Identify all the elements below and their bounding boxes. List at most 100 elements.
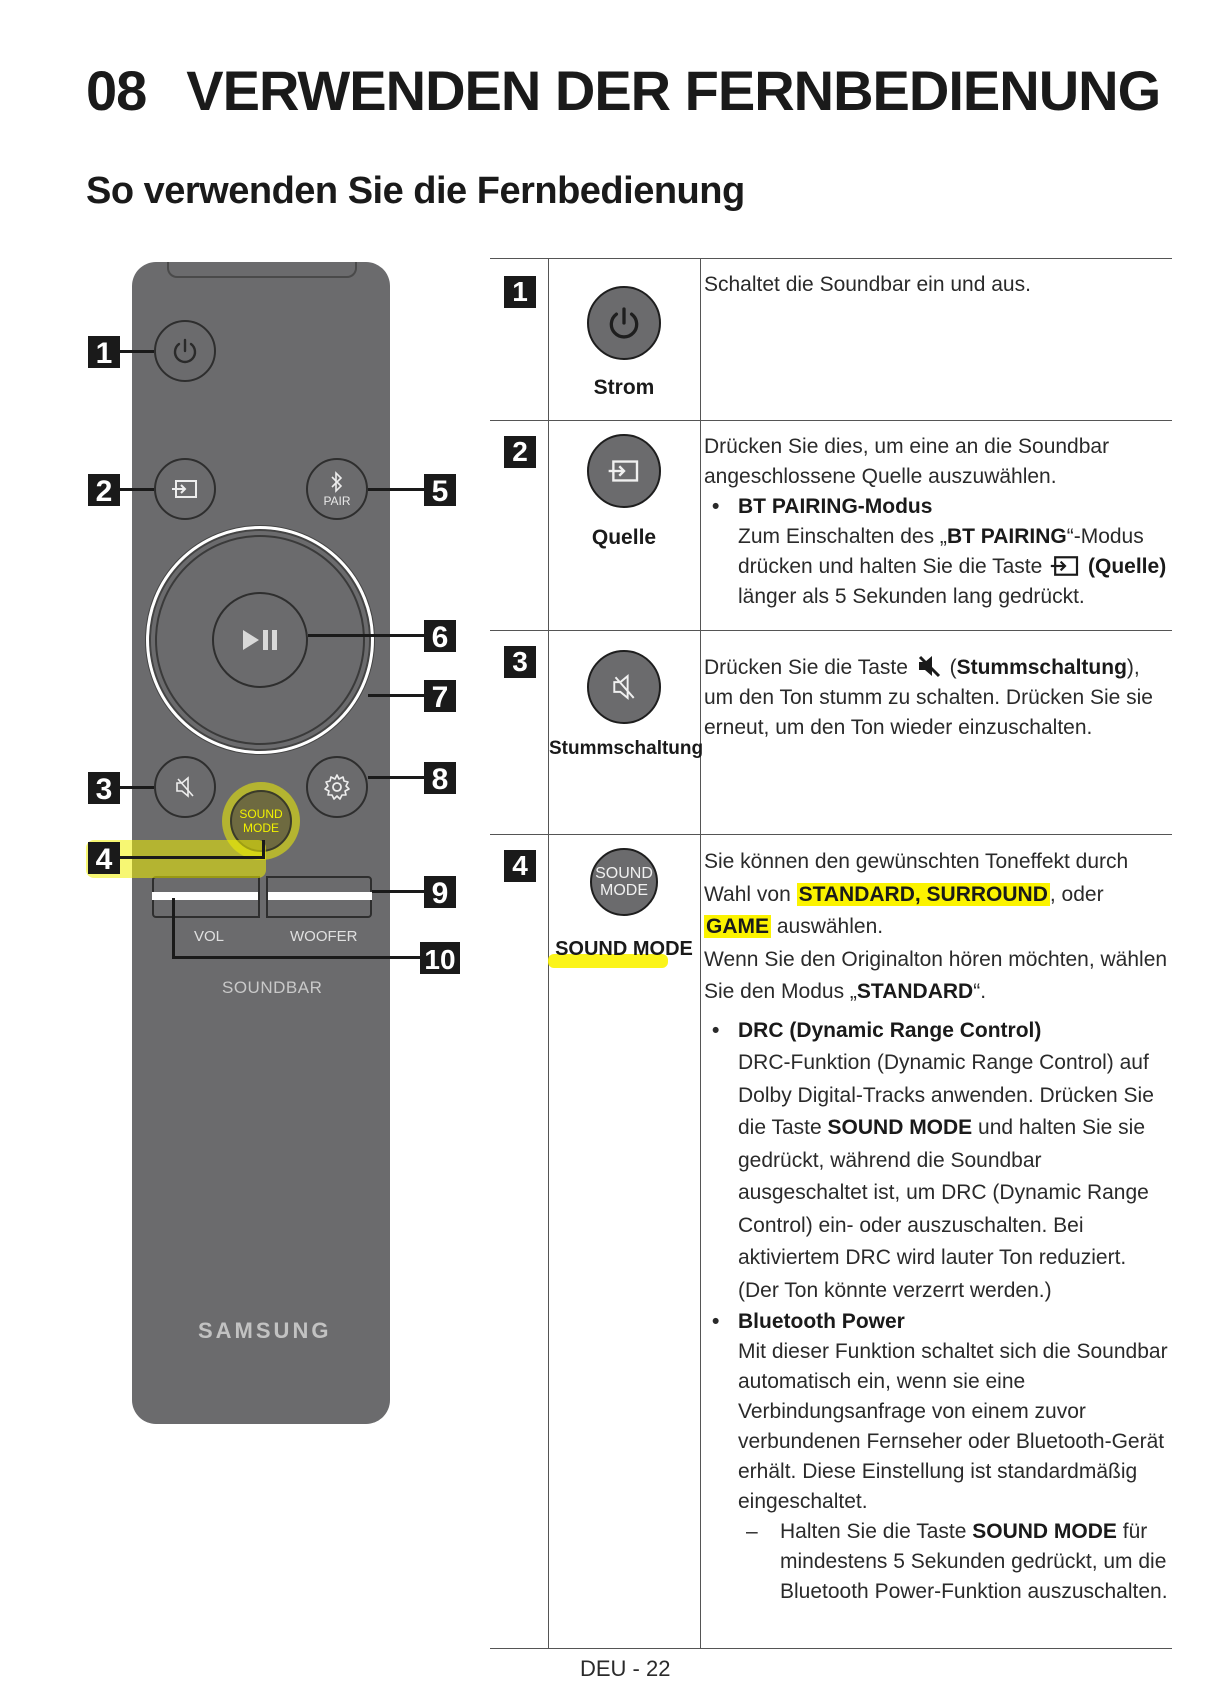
remote-power-button — [154, 320, 216, 382]
remote-settings-button — [306, 756, 368, 818]
callout-3: 3 — [88, 772, 120, 806]
dash-item: Halten Sie die Taste SOUND MODE für mind… — [704, 1517, 1172, 1607]
callout-3-line — [120, 786, 154, 789]
chapter-number: 08 — [86, 59, 147, 122]
row-description: Drücken Sie die Taste (Stummschaltung), … — [704, 652, 1172, 743]
callout-9-line — [372, 890, 424, 893]
bullet-text: DRC-Funktion (Dynamic Range Control) auf… — [738, 1047, 1172, 1307]
table-rule-1 — [490, 420, 1172, 421]
table-rule-bottom — [490, 1648, 1172, 1649]
button-caption: Strom — [593, 376, 655, 399]
callout-10-vline — [172, 898, 175, 958]
callout-6: 6 — [424, 620, 456, 654]
text-span: für mindestens 5 Sekunden gedrückt, um d… — [780, 1520, 1168, 1603]
table-rule-top — [490, 258, 1172, 259]
remote-mute-button — [154, 756, 216, 818]
callout-8-line — [368, 776, 424, 779]
bluetooth-icon — [331, 470, 343, 493]
callout-4-line — [120, 856, 264, 859]
remote-top-edge — [167, 262, 357, 278]
remote-pair-button: PAIR — [306, 458, 368, 520]
source-button-illustration — [587, 434, 661, 508]
sound-mode-icon-line1: SOUND — [595, 865, 653, 882]
chapter-title-text: VERWENDEN DER FERNBEDIENUNG — [186, 59, 1161, 122]
callout-2: 2 — [88, 474, 120, 508]
callout-1-line — [120, 350, 154, 353]
bold-span: STANDARD — [856, 980, 974, 1003]
callout-4: 4 — [88, 842, 120, 876]
callout-9: 9 — [424, 876, 456, 910]
row-number: 4 — [504, 850, 536, 882]
source-icon — [172, 480, 197, 498]
bold-span: Stummschaltung — [956, 656, 1127, 679]
mute-icon — [613, 673, 635, 701]
mute-icon — [918, 655, 940, 678]
row-number: 1 — [504, 276, 536, 308]
power-icon — [173, 338, 197, 364]
section-title: So verwenden Sie die Fernbedienung — [86, 170, 745, 212]
source-icon — [1050, 556, 1079, 576]
bold-span: BT PAIRING — [946, 525, 1067, 548]
callout-1: 1 — [88, 336, 120, 370]
bullet-text: Mit dieser Funktion schaltet sich die So… — [738, 1340, 1168, 1513]
callout-2-line — [120, 488, 154, 491]
callout-5-line — [368, 488, 424, 491]
button-caption: Quelle — [591, 526, 657, 549]
remote-navigation-ring-inner — [155, 535, 365, 745]
text-span: und halten Sie sie gedrückt, während die… — [738, 1116, 1149, 1302]
text-span: Drücken Sie die Taste — [704, 656, 908, 679]
text-span: , oder — [1049, 882, 1104, 906]
description-text: Sie können den gewünschten Toneffekt dur… — [704, 846, 1172, 944]
bullet-item: DRC (Dynamic Range Control) DRC-Funktion… — [704, 1015, 1172, 1308]
bullet-text: Zum Einschalten des „BT PAIRING“-Modus d… — [738, 522, 1172, 612]
mute-button-illustration — [587, 650, 661, 724]
power-icon — [609, 307, 639, 339]
text-span: länger als 5 Sekunden lang gedrückt. — [738, 585, 1085, 608]
text-span: “. — [973, 980, 987, 1003]
text-span: auswählen. — [776, 915, 884, 938]
callout-10-line — [172, 956, 420, 959]
brand-logo: SAMSUNG — [198, 1318, 332, 1343]
sound-mode-icon-line2: MODE — [600, 882, 648, 899]
remote-source-button — [154, 458, 216, 520]
caption-highlight — [548, 954, 668, 968]
bold-span: SOUND MODE — [972, 1520, 1117, 1543]
bold-span: (Quelle) — [1088, 555, 1167, 578]
play-pause-icon — [243, 630, 277, 650]
vol-label: VOL — [194, 928, 225, 945]
table-rule-2 — [490, 630, 1172, 631]
text-span: DRC-Funktion (Dynamic Range Control) auf… — [738, 1051, 1154, 1139]
pair-label: PAIR — [323, 493, 351, 508]
bullet-title: DRC (Dynamic Range Control) — [738, 1018, 1042, 1042]
callout-6-line — [308, 634, 424, 637]
row-number: 2 — [504, 436, 536, 468]
bullet-item: Bluetooth Power Mit dieser Funktion scha… — [704, 1307, 1172, 1517]
callout-7: 7 — [424, 680, 456, 714]
text-span: Zum Einschalten des „ — [738, 525, 947, 548]
bold-span: SOUND MODE — [827, 1116, 973, 1139]
row-description: Drücken Sie dies, um eine an die Soundba… — [704, 432, 1172, 612]
callout-5: 5 — [424, 474, 456, 508]
remote-play-pause-button — [212, 592, 308, 688]
row-description: Sie können den gewünschten Toneffekt dur… — [704, 846, 1172, 1607]
description-text: Wenn Sie den Originalton hören möchten, … — [704, 944, 1172, 1009]
sound-mode-button-illustration: SOUND MODE — [590, 848, 658, 916]
callout-4-vline — [262, 840, 265, 859]
text-span: Halten Sie die Taste — [780, 1520, 967, 1543]
bullet-title: BT PAIRING-Modus — [738, 495, 933, 518]
text-span: Wenn Sie den Originalton hören möchten, … — [704, 947, 1168, 1004]
text-span: ), um den Ton stumm zu schalten. Drücken… — [704, 656, 1153, 739]
chapter-title: 08 VERWENDEN DER FERNBEDIENUNG — [86, 58, 1161, 123]
text-span: “-Modus drücken und halten Sie die Taste — [738, 525, 1144, 578]
button-caption: SOUND MODE — [555, 938, 693, 960]
table-rule-3 — [490, 834, 1172, 835]
highlighted-term: GAME — [704, 915, 771, 938]
power-button-illustration — [587, 286, 661, 360]
woofer-label: WOOFER — [290, 928, 358, 945]
mute-icon — [176, 776, 194, 798]
button-caption: Stummschaltung — [549, 738, 704, 759]
callout-7-line — [368, 694, 424, 697]
row-number: 3 — [504, 646, 536, 678]
highlighted-term: STANDARD, SURROUND — [796, 882, 1050, 906]
bullet-item: BT PAIRING-Modus Zum Einschalten des „BT… — [704, 492, 1172, 612]
